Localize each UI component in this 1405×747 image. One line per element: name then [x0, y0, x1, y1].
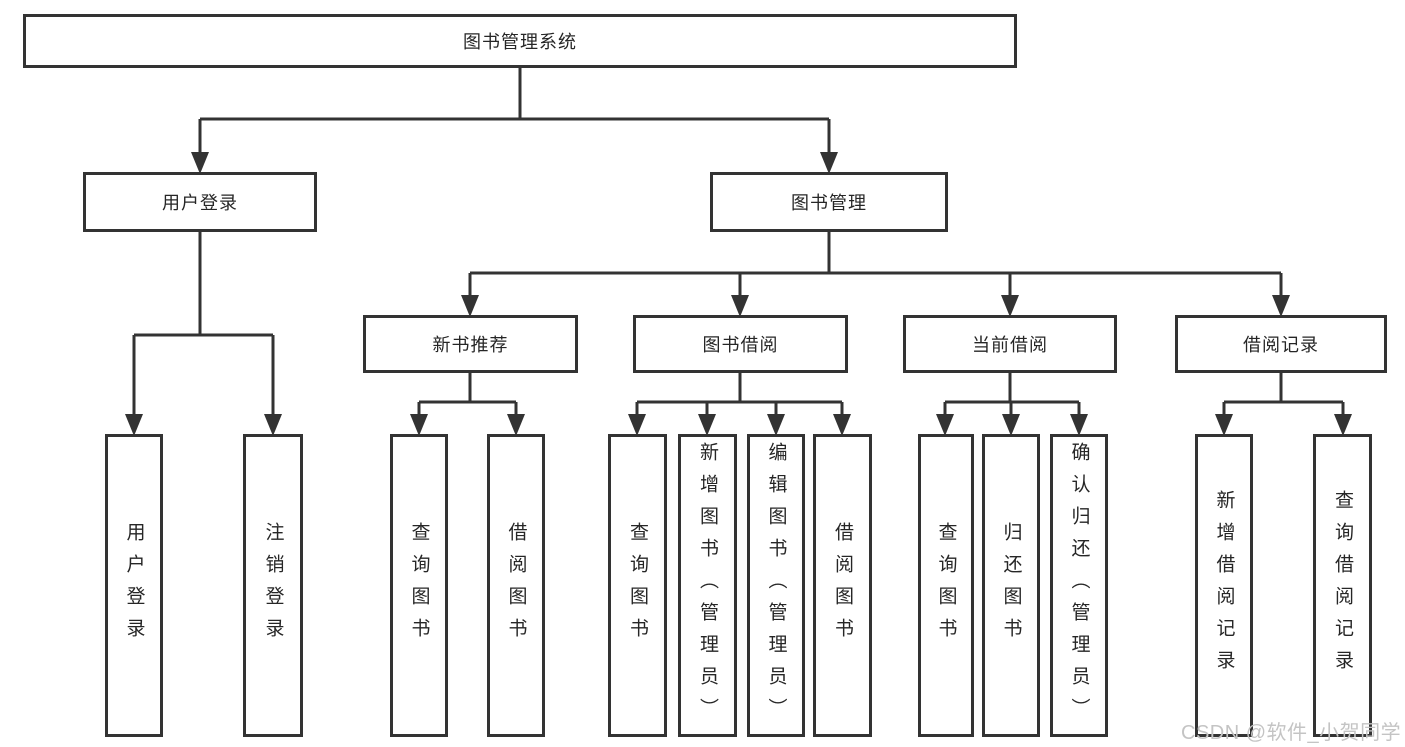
leaf-query-books-borrowing: 查询图书 — [608, 434, 667, 737]
connector-current-borrow-group — [943, 373, 1081, 416]
connector-book-management-group — [468, 232, 1283, 297]
node-user-login: 用户登录 — [83, 172, 317, 232]
node-label: 用户登录 — [162, 193, 238, 213]
node-label: 查询图书 — [408, 521, 430, 650]
node-label: 借阅记录 — [1243, 335, 1319, 355]
leaf-add-borrow-record: 新增借阅记录 — [1195, 434, 1253, 737]
node-label: 确认归还（管理员） — [1068, 441, 1090, 730]
node-label: 借阅图书 — [505, 521, 527, 650]
connector-root-to-level2 — [198, 68, 831, 155]
node-label: 借阅图书 — [832, 521, 853, 650]
node-book-borrowing: 图书借阅 — [633, 315, 848, 373]
leaf-logout: 注销登录 — [243, 434, 303, 737]
leaf-query-borrow-record: 查询借阅记录 — [1313, 434, 1372, 737]
node-label: 图书管理系统 — [463, 32, 577, 52]
node-label: 归还图书 — [1000, 521, 1022, 650]
node-label: 查询图书 — [935, 521, 957, 650]
node-label: 用户登录 — [123, 521, 145, 650]
leaf-edit-books-admin: 编辑图书（管理员） — [747, 434, 805, 737]
node-label: 编辑图书（管理员） — [765, 441, 787, 730]
leaf-borrow-books-recommend: 借阅图书 — [487, 434, 545, 737]
connector-new-book-group — [417, 373, 518, 416]
node-label: 注销登录 — [262, 521, 284, 650]
leaf-confirm-return-admin: 确认归还（管理员） — [1050, 434, 1108, 737]
leaf-borrow-books-borrowing: 借阅图书 — [813, 434, 872, 737]
csdn-watermark: CSDN @软件_小贺同学 — [1181, 722, 1402, 744]
leaf-query-books-current: 查询图书 — [918, 434, 974, 737]
node-label: 图书管理 — [791, 193, 867, 213]
node-borrow-records: 借阅记录 — [1175, 315, 1387, 373]
leaf-query-books-recommend: 查询图书 — [390, 434, 448, 737]
node-book-management: 图书管理 — [710, 172, 948, 232]
leaf-user-login: 用户登录 — [105, 434, 163, 737]
node-library-system: 图书管理系统 — [23, 14, 1017, 68]
connector-user-login-group — [132, 232, 275, 416]
connector-book-borrow-group — [635, 373, 844, 416]
node-label: 查询借阅记录 — [1332, 489, 1353, 682]
node-label: 新书推荐 — [432, 335, 509, 355]
node-current-borrowing: 当前借阅 — [903, 315, 1117, 373]
node-label: 图书借阅 — [702, 335, 779, 355]
node-label: 查询图书 — [627, 521, 648, 650]
node-label: 新增图书（管理员） — [697, 441, 718, 730]
node-new-book-recommend: 新书推荐 — [363, 315, 578, 373]
leaf-add-books-admin: 新增图书（管理员） — [678, 434, 737, 737]
node-label: 当前借阅 — [972, 335, 1048, 355]
leaf-return-books: 归还图书 — [982, 434, 1040, 737]
node-label: 新增借阅记录 — [1213, 489, 1235, 682]
connector-borrow-records-group — [1222, 373, 1345, 416]
